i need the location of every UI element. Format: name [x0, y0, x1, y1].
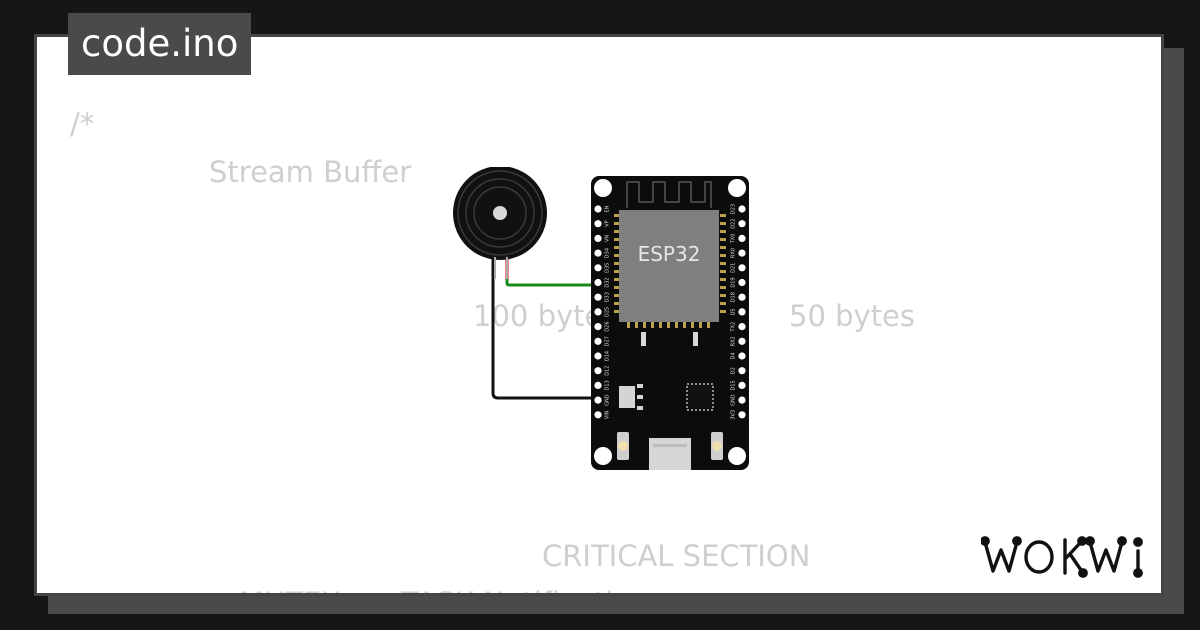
pin-label: D14 — [605, 351, 611, 361]
chip-label: ESP32 — [638, 242, 701, 266]
pin-en[interactable] — [594, 205, 602, 213]
pin-d2[interactable] — [738, 367, 746, 375]
module-pins — [614, 214, 726, 328]
pin-d21[interactable] — [738, 264, 746, 272]
pin-d33[interactable] — [594, 293, 602, 301]
pin-label: D34 — [605, 248, 611, 258]
pin-label: D12 — [605, 366, 611, 376]
code-comment-open: /* — [70, 107, 95, 141]
usb-connector — [649, 438, 691, 470]
usb-uart-chip — [686, 383, 714, 411]
pin-d26[interactable] — [594, 323, 602, 331]
code-stream-buffer: Stream Buffer — [209, 155, 412, 189]
pin-label: D22 — [731, 219, 737, 229]
code-task-notification: TASK Notification — [401, 586, 649, 593]
pin-label: D27 — [605, 336, 611, 346]
pin-d5[interactable] — [738, 308, 746, 316]
pin-label: D2 — [731, 367, 737, 374]
mount-hole — [728, 179, 746, 197]
pin-rx0[interactable] — [738, 249, 746, 257]
pin-label: VIN — [605, 410, 611, 419]
pin-vp[interactable] — [594, 220, 602, 228]
code-critical-section: CRITICAL SECTION — [542, 539, 811, 573]
pin-vin[interactable] — [594, 411, 602, 419]
signal-wire — [505, 279, 600, 287]
pin-tx0[interactable] — [738, 234, 746, 242]
pin-rx2[interactable] — [738, 337, 746, 345]
pin-label: D32 — [605, 277, 611, 287]
file-tab[interactable]: code.ino — [68, 13, 252, 75]
pin-3v3[interactable] — [738, 411, 746, 419]
buzzer[interactable] — [452, 167, 552, 279]
pin-d19[interactable] — [738, 278, 746, 287]
pin-label: VN — [605, 235, 611, 242]
pin-d25[interactable] — [594, 308, 602, 316]
pin-label: D21 — [731, 263, 737, 273]
pin-label: D13 — [605, 380, 611, 390]
pin-label: D4 — [731, 352, 737, 359]
pin-d14[interactable] — [594, 352, 602, 360]
pin-label: D23 — [731, 204, 737, 214]
pin-label: VP — [605, 220, 611, 226]
pin-gnd[interactable] — [594, 396, 602, 404]
code-50-bytes: 50 bytes — [789, 299, 916, 333]
esp32-board[interactable]: ESP32 ENVPVND34D35D32D33D25D26D27D14D12D… — [591, 176, 749, 470]
pin-label: GND — [605, 394, 611, 406]
pin-d13[interactable] — [594, 381, 602, 389]
ground-wire — [491, 257, 600, 400]
wokwi-logo — [981, 536, 1143, 578]
pin-tx2[interactable] — [738, 323, 746, 331]
pin-label: D19 — [731, 277, 737, 287]
voltage-regulator — [619, 386, 635, 408]
mount-hole — [728, 447, 746, 465]
preview-card: /* Stream Buffer 100 bytes 50 bytes CRIT… — [34, 34, 1164, 596]
pin-label: EN — [605, 205, 611, 212]
antenna-trace — [626, 181, 712, 208]
pin-d32[interactable] — [594, 278, 602, 287]
pin-d12[interactable] — [594, 367, 602, 375]
pin-label: TX0 — [731, 234, 737, 245]
pin-label: D33 — [605, 292, 611, 302]
pin-d27[interactable] — [594, 337, 602, 345]
pin-d18[interactable] — [738, 293, 746, 301]
pin-label: RX2 — [731, 336, 737, 346]
pin-label: RX0 — [731, 248, 737, 258]
pin-label: D35 — [605, 263, 611, 273]
pin-label: TX2 — [731, 322, 737, 333]
pin-vn[interactable] — [594, 234, 602, 242]
pin-label: D26 — [605, 321, 611, 331]
code-mutex: MUTEX — [239, 586, 341, 593]
pin-label: 3V3 — [731, 410, 737, 420]
pin-label: D25 — [605, 307, 611, 317]
pin-gnd[interactable] — [738, 396, 746, 404]
pin-d35[interactable] — [594, 264, 602, 272]
pin-d22[interactable] — [738, 220, 746, 228]
pin-d4[interactable] — [738, 352, 746, 360]
pin-d34[interactable] — [594, 249, 602, 257]
pin-d15[interactable] — [738, 381, 746, 389]
pin-label: D5 — [731, 308, 737, 315]
pin-d23[interactable] — [738, 205, 746, 213]
pin-label: D18 — [731, 292, 737, 302]
mount-hole — [594, 447, 612, 465]
esp32-module — [619, 210, 719, 322]
pin-label: GND — [731, 394, 737, 406]
mount-hole — [594, 179, 612, 197]
pin-label: D15 — [731, 380, 737, 390]
